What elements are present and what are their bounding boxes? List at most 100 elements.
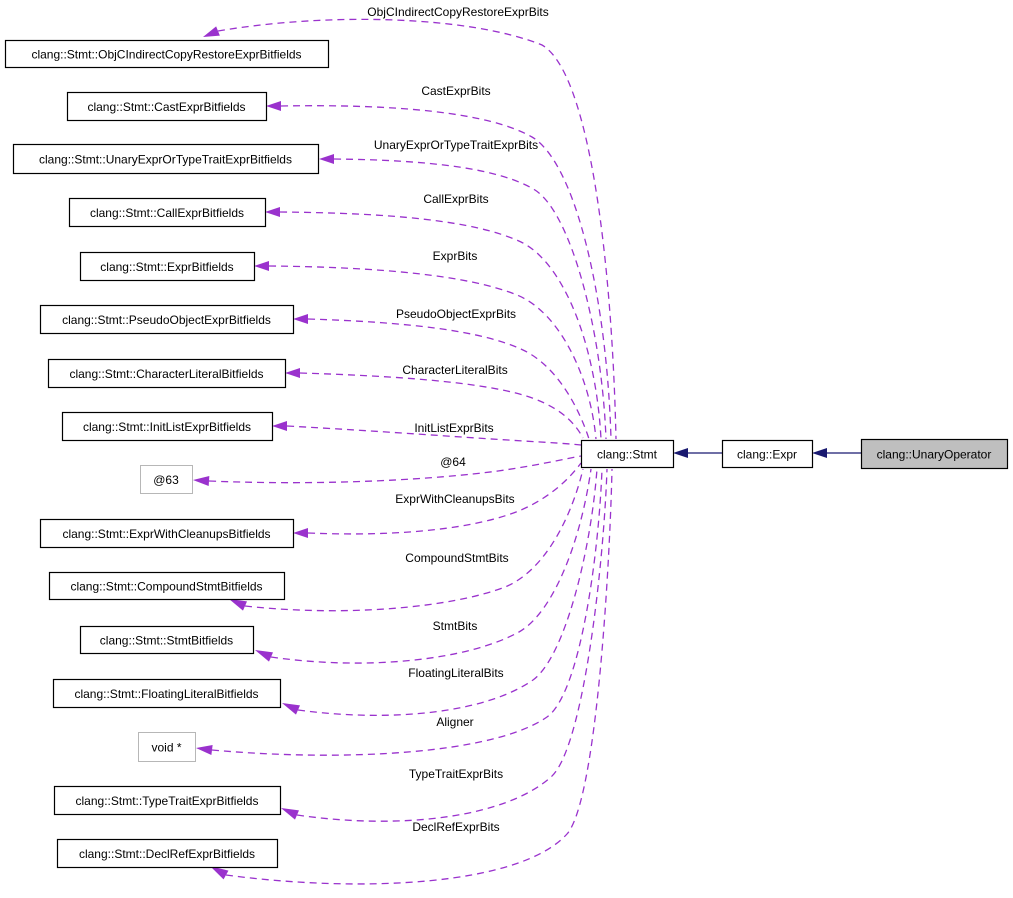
edge-pseudo-object-expr-bits: PseudoObjectExprBits: [293, 307, 590, 440]
edge-unary-operator-inherits-expr: [812, 448, 861, 458]
node-expr[interactable]: clang::Expr: [721, 439, 814, 469]
edge-label-decl-ref-expr-bits: DeclRefExprBits: [412, 820, 499, 834]
node-box: [53, 785, 282, 816]
edge-label-stmt-bits: StmtBits: [433, 619, 478, 633]
node-label-expr-with-cleanups-bitfields: clang::Stmt::ExprWithCleanupsBitfields: [62, 527, 270, 541]
dashed-edge-line: [225, 468, 613, 885]
dashed-edge-line: [244, 468, 584, 612]
arrowhead-icon: [272, 421, 287, 431]
arrowhead-icon: [265, 207, 280, 217]
node-void-ptr: void *: [138, 732, 196, 762]
node-box: [61, 411, 274, 442]
edge-expr-inherits-stmt: [673, 448, 722, 458]
node-label-anon-63: @63: [153, 473, 179, 487]
edge-label-type-trait-expr-bits: TypeTraitExprBits: [409, 767, 503, 781]
edge-expr-with-cleanups-bits: ExprWithCleanupsBits: [293, 462, 582, 538]
edge-label-character-literal-bits: CharacterLiteralBits: [402, 363, 507, 377]
node-pseudo-object-expr-bitfields[interactable]: clang::Stmt::PseudoObjectExprBitfields: [39, 304, 295, 335]
node-cast-expr-bitfields[interactable]: clang::Stmt::CastExprBitfields: [66, 91, 268, 122]
dashed-edge-line: [270, 468, 592, 664]
node-label-stmt-bitfields: clang::Stmt::StmtBitfields: [100, 634, 233, 648]
node-box: [68, 197, 267, 228]
node-decl-ref-expr-bitfields[interactable]: clang::Stmt::DeclRefExprBitfields: [56, 838, 279, 869]
node-box: [580, 439, 675, 469]
node-expr-bitfields[interactable]: clang::Stmt::ExprBitfields: [79, 251, 256, 282]
arrowhead-icon: [266, 101, 281, 111]
dashed-edge-line: [286, 425, 582, 446]
node-character-literal-bitfields[interactable]: clang::Stmt::CharacterLiteralBitfields: [47, 358, 287, 389]
node-label-decl-ref-expr-bitfields: clang::Stmt::DeclRefExprBitfields: [79, 847, 255, 861]
node-box: [860, 438, 1009, 470]
node-box: [12, 143, 320, 175]
dashed-edge-line: [208, 455, 582, 484]
edge-label-call-expr-bits: CallExprBits: [423, 192, 488, 206]
arrowhead-icon: [673, 448, 688, 458]
node-box: [79, 625, 255, 655]
edge-cast-expr-bits: CastExprBits: [266, 84, 612, 440]
edge-label-anon-64: @64: [440, 455, 466, 469]
node-compound-stmt-bitfields[interactable]: clang::Stmt::CompoundStmtBitfields: [48, 571, 286, 601]
arrowhead-icon: [193, 476, 210, 486]
node-stmt[interactable]: clang::Stmt: [580, 439, 675, 469]
dashed-edge-line: [217, 18, 617, 440]
node-label-stmt: clang::Stmt: [597, 448, 658, 462]
edge-label-aligner: Aligner: [436, 715, 473, 729]
node-unary-operator: clang::UnaryOperator: [860, 438, 1009, 470]
node-type-trait-expr-bitfields[interactable]: clang::Stmt::TypeTraitExprBitfields: [53, 785, 282, 816]
node-call-expr-bitfields[interactable]: clang::Stmt::CallExprBitfields: [68, 197, 267, 228]
node-init-list-expr-bitfields[interactable]: clang::Stmt::InitListExprBitfields: [61, 411, 274, 442]
arrowhead-icon: [319, 154, 334, 164]
dashed-edge-line: [280, 105, 612, 440]
node-box: [79, 251, 256, 282]
edge-label-cast-expr-bits: CastExprBits: [421, 84, 490, 98]
arrowhead-icon: [203, 26, 220, 37]
edge-label-init-list-expr-bits: InitListExprBits: [414, 421, 493, 435]
arrowhead-icon: [285, 368, 300, 378]
dashed-edge-line: [279, 211, 602, 440]
edge-objc-indirect-copy-restore-expr-bits: ObjCIndirectCopyRestoreExprBits: [203, 5, 617, 440]
node-box: [140, 465, 193, 494]
arrowhead-icon: [210, 866, 229, 880]
node-objc-indirect-copy-restore-expr-bitfields[interactable]: clang::Stmt::ObjCIndirectCopyRestoreExpr…: [4, 39, 330, 69]
edge-label-expr-bits: ExprBits: [433, 249, 478, 263]
node-stmt-bitfields[interactable]: clang::Stmt::StmtBitfields: [79, 625, 255, 655]
node-box: [138, 732, 196, 762]
node-label-cast-expr-bitfields: clang::Stmt::CastExprBitfields: [87, 100, 245, 114]
node-unary-expr-or-type-trait-expr-bitfields[interactable]: clang::Stmt::UnaryExprOrTypeTraitExprBit…: [12, 143, 320, 175]
node-label-pseudo-object-expr-bitfields: clang::Stmt::PseudoObjectExprBitfields: [62, 313, 271, 327]
dashed-edge-line: [296, 468, 608, 822]
node-label-call-expr-bitfields: clang::Stmt::CallExprBitfields: [90, 206, 244, 220]
edge-character-literal-bits: CharacterLiteralBits: [285, 363, 584, 439]
edge-stmt-bits: StmtBits: [255, 468, 592, 664]
node-label-objc-indirect-copy-restore-expr-bitfields: clang::Stmt::ObjCIndirectCopyRestoreExpr…: [31, 48, 301, 62]
dashed-edge-line: [307, 462, 582, 535]
arrowhead-icon: [293, 528, 308, 538]
edge-unary-expr-or-type-trait-expr-bits: UnaryExprOrTypeTraitExprBits: [319, 138, 607, 440]
edge-init-list-expr-bits: InitListExprBits: [272, 421, 582, 446]
edge-label-pseudo-object-expr-bits: PseudoObjectExprBits: [396, 307, 516, 321]
node-box: [39, 304, 295, 335]
edge-type-trait-expr-bits: TypeTraitExprBits: [281, 468, 608, 822]
edge-compound-stmt-bits: CompoundStmtBits: [229, 468, 584, 612]
node-label-unary-operator: clang::UnaryOperator: [877, 448, 992, 462]
edge-label-unary-expr-or-type-trait-expr-bits: UnaryExprOrTypeTraitExprBits: [374, 138, 538, 152]
arrowhead-icon: [196, 745, 213, 755]
node-label-unary-expr-or-type-trait-expr-bitfields: clang::Stmt::UnaryExprOrTypeTraitExprBit…: [39, 153, 292, 167]
edge-floating-literal-bits: FloatingLiteralBits: [282, 468, 598, 716]
node-floating-literal-bitfields[interactable]: clang::Stmt::FloatingLiteralBitfields: [52, 678, 282, 709]
node-label-expr: clang::Expr: [737, 448, 797, 462]
node-expr-with-cleanups-bitfields[interactable]: clang::Stmt::ExprWithCleanupsBitfields: [39, 518, 295, 549]
edge-expr-bits: ExprBits: [254, 249, 597, 440]
arrowhead-icon: [812, 448, 827, 458]
node-box: [721, 439, 814, 469]
arrowhead-icon: [282, 703, 301, 715]
node-label-expr-bitfields: clang::Stmt::ExprBitfields: [100, 260, 233, 274]
edge-label-floating-literal-bits: FloatingLiteralBits: [408, 666, 503, 680]
arrowhead-icon: [293, 314, 308, 324]
edge-label-objc-indirect-copy-restore-expr-bits: ObjCIndirectCopyRestoreExprBits: [367, 5, 548, 19]
arrowhead-icon: [255, 650, 274, 662]
node-label-void-ptr: void *: [151, 741, 181, 755]
edge-anon-64: @64: [193, 455, 582, 486]
dashed-edge-line: [333, 158, 607, 440]
